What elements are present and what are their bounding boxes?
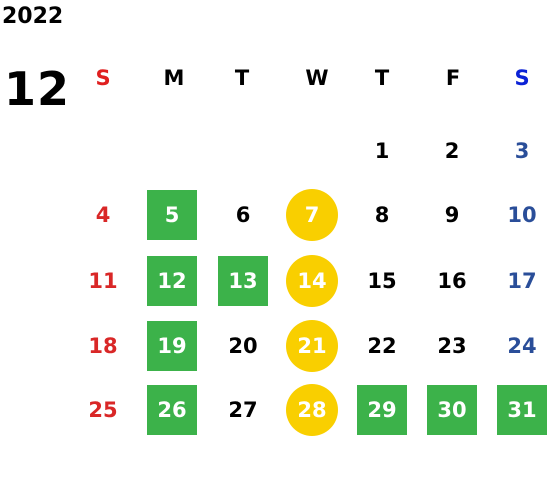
day-cell: 22 [367, 334, 397, 358]
day-cell: 1 [374, 139, 390, 163]
day-cell: 16 [437, 269, 467, 293]
day-cell: 13 [218, 256, 268, 306]
weekday-sun: S [95, 66, 111, 90]
day-cell: 12 [147, 256, 197, 306]
day-cell: 6 [235, 203, 251, 227]
day-cell: 11 [88, 269, 118, 293]
day-cell: 8 [374, 203, 390, 227]
day-cell: 30 [427, 385, 477, 435]
day-cell: 20 [228, 334, 258, 358]
weekday-sat: S [514, 66, 530, 90]
day-cell: 4 [95, 203, 111, 227]
day-cell: 21 [286, 320, 338, 372]
weekday-wed: W [305, 66, 329, 90]
day-cell: 27 [228, 398, 258, 422]
day-cell: 25 [88, 398, 118, 422]
day-cell: 17 [507, 269, 537, 293]
day-cell: 3 [514, 139, 530, 163]
day-cell: 14 [286, 255, 338, 307]
day-cell: 5 [147, 190, 197, 240]
day-cell: 19 [147, 321, 197, 371]
day-cell: 15 [367, 269, 397, 293]
day-cell: 9 [444, 203, 460, 227]
day-cell: 29 [357, 385, 407, 435]
day-cell: 24 [507, 334, 537, 358]
weekday-thu: T [374, 66, 390, 90]
day-cell: 10 [507, 203, 537, 227]
day-cell: 18 [88, 334, 118, 358]
day-cell: 2 [444, 139, 460, 163]
day-cell: 31 [497, 385, 547, 435]
day-cell: 23 [437, 334, 467, 358]
day-cell: 26 [147, 385, 197, 435]
year-label: 2022 [2, 4, 64, 29]
weekday-tue: T [234, 66, 250, 90]
day-cell: 7 [286, 189, 338, 241]
weekday-mon: M [163, 66, 185, 90]
month-number: 12 [4, 62, 71, 116]
day-cell: 28 [286, 384, 338, 436]
weekday-fri: F [445, 66, 461, 90]
